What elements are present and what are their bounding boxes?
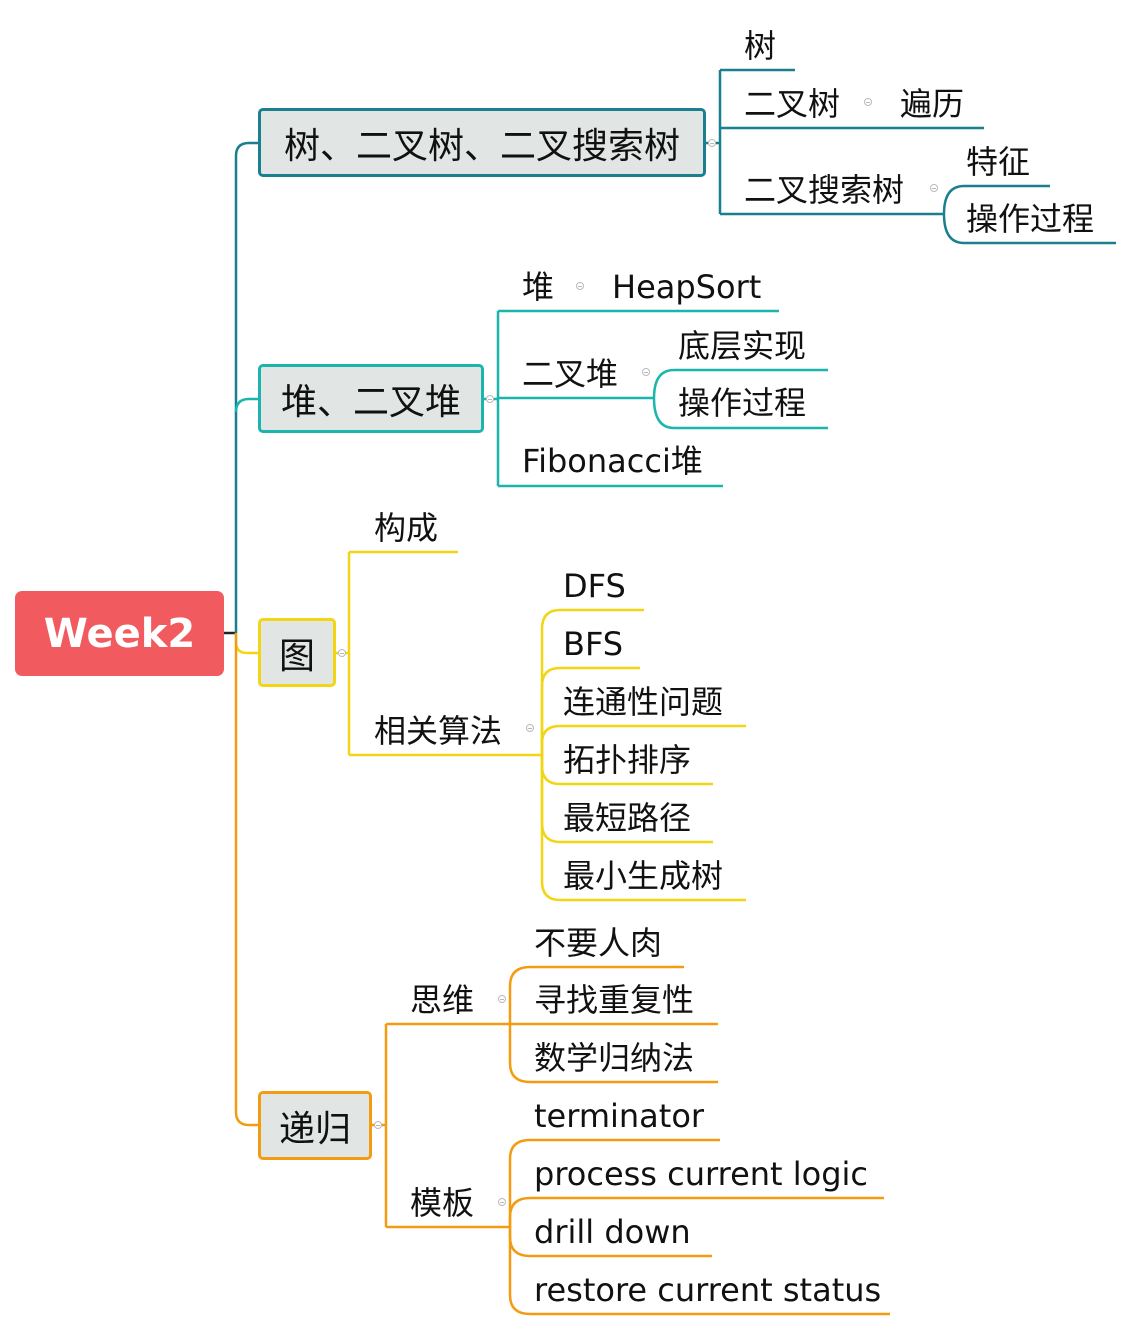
- topic-tree-label: 树、二叉树、二叉搜索树: [283, 125, 680, 167]
- node-thinking[interactable]: 思维: [410, 981, 475, 1019]
- collapse-graph-icon[interactable]: [338, 649, 346, 657]
- collapse-template-icon[interactable]: [498, 1198, 506, 1206]
- node-dfs[interactable]: DFS: [563, 567, 626, 605]
- collapse-binary-tree-icon[interactable]: [864, 98, 872, 106]
- node-process-current-logic[interactable]: process current logic: [534, 1155, 869, 1193]
- topic-tree[interactable]: 树、二叉树、二叉搜索树: [258, 108, 706, 177]
- node-shortest-path[interactable]: 最短路径: [563, 799, 692, 837]
- node-induction[interactable]: 数学归纳法: [534, 1039, 695, 1077]
- node-bst-operations[interactable]: 操作过程: [966, 200, 1095, 238]
- node-bst[interactable]: 二叉搜索树: [744, 171, 905, 209]
- node-terminator[interactable]: terminator: [534, 1097, 705, 1135]
- node-mst[interactable]: 最小生成树: [563, 857, 724, 895]
- topic-heap-label: 堆、二叉堆: [280, 381, 461, 423]
- root-node-week2[interactable]: Week2: [15, 591, 224, 676]
- collapse-thinking-icon[interactable]: [498, 995, 506, 1003]
- topic-recursion-label: 递归: [278, 1108, 351, 1150]
- collapse-heap-leaf-icon[interactable]: [576, 282, 584, 290]
- topic-heap[interactable]: 堆、二叉堆: [258, 364, 484, 433]
- collapse-heap-icon[interactable]: [486, 395, 494, 403]
- node-algorithms[interactable]: 相关算法: [374, 712, 503, 750]
- node-bfs[interactable]: BFS: [563, 625, 624, 663]
- node-find-repeat[interactable]: 寻找重复性: [534, 981, 695, 1019]
- node-heap-operations[interactable]: 操作过程: [678, 384, 807, 422]
- node-template[interactable]: 模板: [410, 1184, 475, 1222]
- node-implementation[interactable]: 底层实现: [678, 327, 807, 365]
- node-restore-current-status[interactable]: restore current status: [534, 1271, 882, 1309]
- collapse-tree-icon[interactable]: [708, 139, 716, 147]
- topic-graph-label: 图: [278, 635, 315, 677]
- node-drill-down[interactable]: drill down: [534, 1213, 691, 1251]
- node-binary-tree[interactable]: 二叉树: [744, 85, 841, 123]
- collapse-binary-heap-icon[interactable]: [642, 368, 650, 376]
- node-tree[interactable]: 树: [744, 27, 777, 65]
- collapse-bst-icon[interactable]: [930, 184, 938, 192]
- node-connectivity[interactable]: 连通性问题: [563, 683, 724, 721]
- node-binary-heap[interactable]: 二叉堆: [522, 355, 619, 393]
- node-bst-features[interactable]: 特征: [966, 143, 1031, 181]
- collapse-algorithms-icon[interactable]: [526, 724, 534, 732]
- node-heapsort[interactable]: HeapSort: [612, 268, 762, 306]
- node-no-manual[interactable]: 不要人肉: [534, 924, 663, 962]
- node-heap[interactable]: 堆: [522, 268, 555, 306]
- collapse-recursion-icon[interactable]: [374, 1121, 382, 1129]
- root-label: Week2: [43, 610, 196, 657]
- node-composition[interactable]: 构成: [374, 509, 439, 547]
- node-toposort[interactable]: 拓扑排序: [563, 741, 692, 779]
- topic-recursion[interactable]: 递归: [258, 1091, 372, 1160]
- node-fibonacci-heap[interactable]: Fibonacci堆: [522, 442, 703, 480]
- node-traversal[interactable]: 遍历: [900, 85, 965, 123]
- topic-graph[interactable]: 图: [258, 618, 336, 687]
